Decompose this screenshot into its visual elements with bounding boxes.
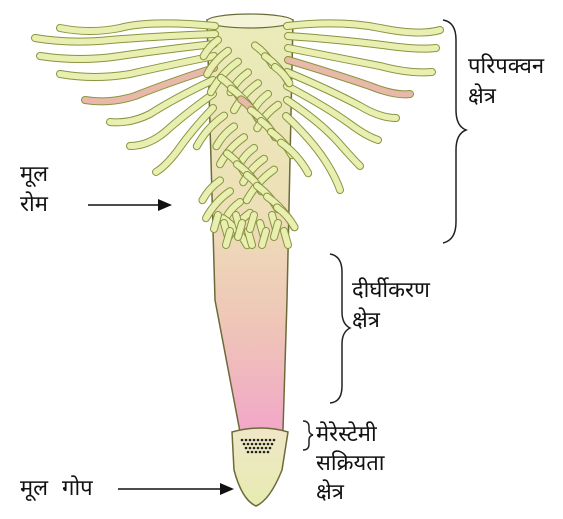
- meristem-dot: [257, 447, 260, 450]
- root-cap-label-text: मूल गोप: [20, 476, 93, 501]
- root-hair-label: मूल रोम: [20, 160, 48, 220]
- meristem-dot: [261, 439, 264, 442]
- meristem-dot: [241, 439, 244, 442]
- meristem-dot: [257, 439, 260, 442]
- root-hair: [274, 223, 278, 237]
- meristem-dot: [249, 447, 252, 450]
- meristem-dot: [245, 439, 248, 442]
- meristem-dot: [251, 443, 254, 446]
- root-hair: [288, 36, 436, 49]
- meristem-dot: [265, 447, 268, 450]
- elongation-zone-label-line1: दीर्घीकरण: [352, 276, 430, 306]
- elongation-zone-label-line2: क्षेत्र: [352, 306, 430, 336]
- meristem-dot: [255, 451, 258, 454]
- meristem-dot: [255, 443, 258, 446]
- meristem-zone-label-line2: सक्रियता: [316, 449, 384, 478]
- root-hair: [250, 215, 254, 229]
- meristem-dot: [245, 447, 248, 450]
- maturation-zone-label: परिपक्वन क्षेत्र: [468, 52, 544, 112]
- root-hair-label-line2: रोम: [20, 190, 48, 220]
- meristem-dot: [247, 443, 250, 446]
- meristem-zone-brace: [303, 421, 313, 450]
- meristem-dot: [259, 443, 262, 446]
- meristem-dot: [249, 439, 252, 442]
- elongation-zone-brace: [330, 254, 350, 403]
- meristem-dot: [263, 443, 266, 446]
- meristem-dot: [269, 439, 272, 442]
- root-hair-label-line1: मूल: [20, 160, 48, 190]
- meristem-dot: [267, 443, 270, 446]
- meristem-dot: [261, 447, 264, 450]
- meristem-dot: [269, 447, 272, 450]
- meristem-dot: [273, 439, 276, 442]
- root-hair: [214, 215, 218, 229]
- meristem-zone-label-line3: क्षेत्र: [316, 478, 384, 507]
- maturation-zone-label-line2: क्षेत्र: [468, 82, 544, 112]
- root-top: [207, 14, 293, 28]
- maturation-zone-label-line1: परिपक्वन: [468, 52, 544, 82]
- meristem-dot: [253, 439, 256, 442]
- root-cap-label: मूल गोप: [20, 474, 93, 504]
- meristem-dot: [251, 451, 254, 454]
- root-hair: [284, 231, 288, 245]
- maturation-zone-brace: [443, 20, 466, 243]
- root-hair: [248, 231, 252, 245]
- meristem-dot: [265, 439, 268, 442]
- root-hair: [226, 231, 230, 245]
- meristem-dot: [243, 443, 246, 446]
- meristem-dot: [253, 447, 256, 450]
- root-hair: [262, 231, 266, 245]
- meristem-zone-label: मेरेस्टेमी सक्रियता क्षेत्र: [316, 420, 384, 507]
- meristem-dot: [271, 443, 274, 446]
- root-hair: [238, 223, 242, 237]
- root-cap: [232, 428, 288, 506]
- meristem-dot: [247, 451, 250, 454]
- root-hair-arrow-head: [158, 199, 172, 211]
- meristem-dot: [259, 451, 262, 454]
- meristem-dot: [263, 451, 266, 454]
- meristem-zone-label-line1: मेरेस्टेमी: [316, 420, 384, 449]
- elongation-zone-label: दीर्घीकरण क्षेत्र: [352, 276, 430, 336]
- meristem-dot: [267, 451, 270, 454]
- root-cap-arrow-head: [220, 483, 234, 495]
